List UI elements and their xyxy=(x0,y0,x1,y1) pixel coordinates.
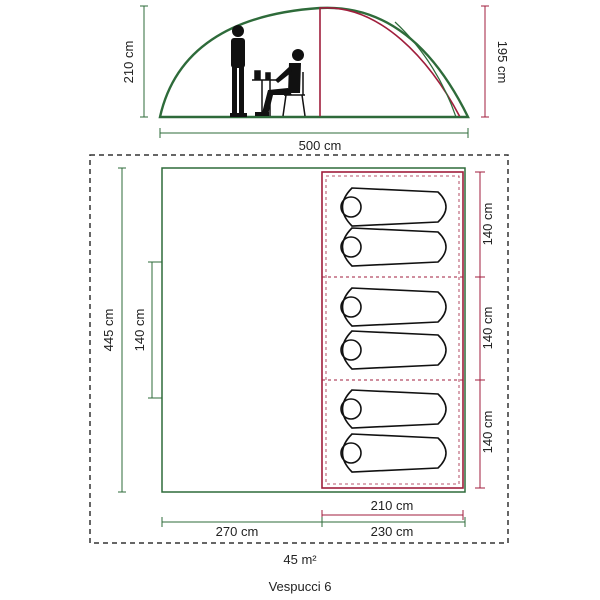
standing-person-icon xyxy=(230,25,247,117)
model-name: Vespucci 6 xyxy=(268,579,332,594)
tent-floor xyxy=(161,167,466,493)
pole-line xyxy=(394,21,457,118)
door-width-label: 140 cm xyxy=(132,309,147,352)
length-label: 500 cm xyxy=(299,138,342,153)
sleeping-bag-icon xyxy=(340,187,447,227)
sleeping-bag-icon xyxy=(340,287,447,327)
floor-plan: 445 cm 140 cm 140 cm 140 cm 140 cm 210 c… xyxy=(89,154,509,544)
height-inner-label: 195 cm xyxy=(495,41,510,84)
footprint-outline xyxy=(89,154,509,544)
height-total-label: 210 cm xyxy=(121,41,136,84)
area-label: 45 m² xyxy=(283,552,317,567)
sleeping-bag-icon xyxy=(340,389,447,429)
sleeping-bag-icon xyxy=(340,227,447,267)
tent-outer-profile xyxy=(158,6,470,119)
depth-label: 445 cm xyxy=(101,309,116,352)
living-length-label: 270 cm xyxy=(216,524,259,539)
sleeping-bag-icon xyxy=(340,330,447,370)
bedroom-row-label: 140 cm xyxy=(480,307,495,350)
bedroom-width-label: 210 cm xyxy=(371,498,414,513)
side-view: 210 cm 195 cm 500 cm xyxy=(121,5,510,153)
chair-icon xyxy=(282,72,306,117)
bedroom-row-label: 140 cm xyxy=(480,411,495,454)
sleeping-bag-icon xyxy=(340,433,447,473)
bedroom-length-label: 230 cm xyxy=(371,524,414,539)
bedroom-row-label: 140 cm xyxy=(480,203,495,246)
bedroom-inner-dashed xyxy=(325,175,460,485)
sleeping-bags xyxy=(340,187,447,473)
bedroom-zone xyxy=(321,171,464,489)
